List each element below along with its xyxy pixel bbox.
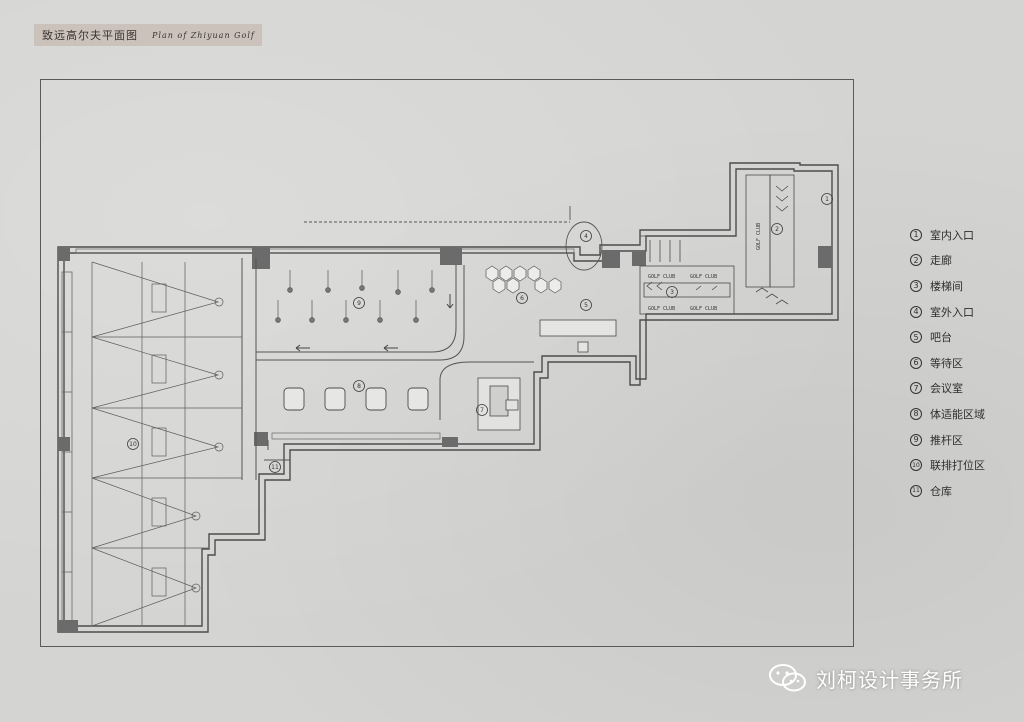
stairwell	[639, 235, 735, 315]
marker-6: 6	[520, 295, 524, 302]
putting-area-pins	[275, 270, 435, 323]
legend-num: 7	[910, 382, 922, 395]
golf-club-label-4: GOLF CLUB	[690, 306, 717, 312]
legend-num: 6	[910, 356, 922, 369]
room-legend: 1 室内入口 2 走廊 3 楼梯间 4 室外入口 5 吧台 6 等待区 7 会议室 8 体适能区…	[910, 222, 1020, 504]
legend-item: 8 体适能区域	[910, 401, 1020, 427]
legend-num: 3	[910, 279, 922, 292]
legend-item: 4 室外入口	[910, 299, 1020, 325]
legend-item: 7 会议室	[910, 376, 1020, 402]
legend-item: 6 等待区	[910, 350, 1020, 376]
legend-label: 推杆区	[930, 433, 963, 447]
drawing-title-en: Plan of Zhiyuan Golf	[152, 30, 255, 40]
legend-label: 等待区	[930, 356, 963, 370]
structural-columns	[58, 246, 832, 632]
golf-club-label-5: GOLF CLUB	[756, 223, 762, 250]
hitting-bays	[91, 261, 242, 627]
golf-club-label-3: GOLF CLUB	[648, 306, 675, 312]
legend-num: 10	[910, 459, 922, 472]
legend-num: 4	[910, 305, 922, 318]
marker-2: 2	[775, 226, 779, 233]
legend-num: 5	[910, 331, 922, 344]
legend-num: 9	[910, 433, 922, 446]
legend-item: 5 吧台	[910, 324, 1020, 350]
golf-club-label-2: GOLF CLUB	[690, 274, 717, 280]
legend-label: 仓库	[930, 484, 952, 498]
room-number-marker-text: 1 2 3 4 5 6 7 8 9 10 11	[129, 196, 829, 471]
marker-1: 1	[825, 196, 829, 203]
marker-11: 11	[271, 464, 279, 471]
legend-item: 1 室内入口	[910, 222, 1020, 248]
drawing-title-tag: 致远高尔夫平面图 Plan of Zhiyuan Golf	[34, 24, 262, 46]
drawing-title-cn: 致远高尔夫平面图	[42, 29, 138, 42]
top-glazing-strip	[75, 248, 575, 440]
golf-club-label-1: GOLF CLUB	[648, 274, 675, 280]
legend-label: 楼梯间	[930, 279, 963, 293]
bar-counter	[539, 319, 617, 353]
legend-item: 2 走廊	[910, 248, 1020, 274]
marker-3: 3	[670, 289, 674, 296]
drawing-frame	[40, 79, 854, 647]
fitness-machines	[283, 387, 429, 411]
legend-item: 9 推杆区	[910, 427, 1020, 453]
legend-label: 走廊	[930, 254, 952, 268]
outdoor-entrance-canopy	[304, 206, 603, 271]
legend-num: 8	[910, 407, 922, 420]
meeting-room-furniture	[477, 377, 521, 431]
watermark-text: 刘柯设计事务所	[816, 667, 963, 692]
interior-partitions	[241, 258, 534, 480]
room-number-markers	[127, 193, 833, 473]
legend-label: 体适能区域	[930, 407, 985, 421]
legend-num: 11	[910, 484, 922, 497]
legend-item: 3 楼梯间	[910, 273, 1020, 299]
legend-label: 室外入口	[930, 305, 974, 319]
outer-walls	[57, 162, 839, 633]
marker-7: 7	[480, 407, 484, 414]
legend-label: 联排打位区	[930, 459, 985, 473]
legend-label: 会议室	[930, 382, 963, 396]
legend-num: 1	[910, 228, 922, 241]
legend-label: 室内入口	[930, 228, 974, 242]
golf-club-labels: GOLF CLUB GOLF CLUB GOLF CLUB GOLF CLUB …	[648, 223, 762, 312]
wechat-icon	[769, 664, 806, 692]
wechat-watermark: 刘柯设计事务所	[768, 662, 963, 694]
marker-10: 10	[129, 441, 137, 448]
legend-num: 2	[910, 254, 922, 267]
marker-8: 8	[357, 383, 361, 390]
marker-5: 5	[584, 302, 588, 309]
flow-arrows	[295, 294, 454, 352]
legend-label: 吧台	[930, 331, 952, 345]
legend-item: 11 仓库	[910, 478, 1020, 504]
legend-item: 10 联排打位区	[910, 452, 1020, 478]
marker-4: 4	[584, 233, 588, 240]
corridor	[745, 174, 795, 305]
marker-9: 9	[357, 300, 361, 307]
waiting-area-hex-seats	[485, 265, 562, 294]
